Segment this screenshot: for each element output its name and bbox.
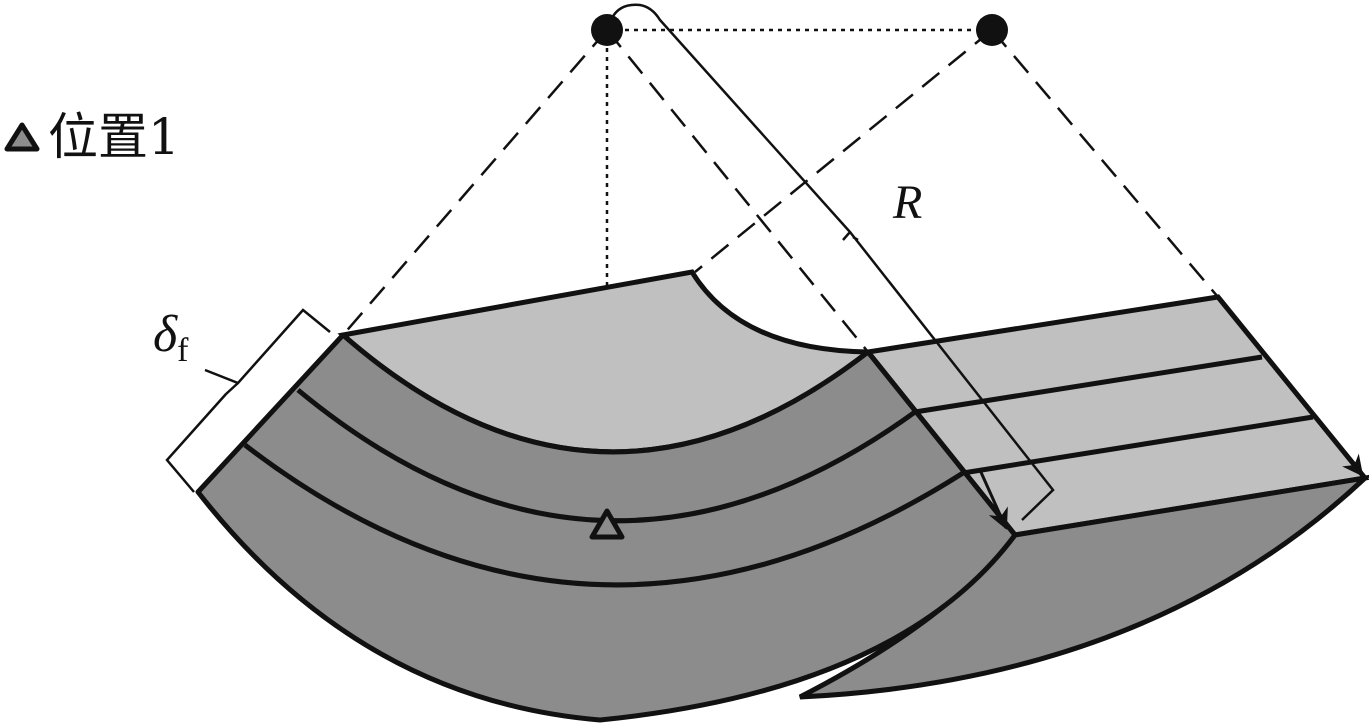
- thickness-label: δf: [153, 305, 189, 370]
- layer-line-straight-2: [962, 414, 1314, 476]
- dashed-radius-left: [342, 29, 608, 336]
- dashed-radius-right: [991, 29, 1219, 298]
- legend-label: 位置1: [48, 108, 180, 166]
- thickness-subscript: f: [177, 332, 189, 369]
- center-point-icon: [591, 14, 623, 46]
- layer-line-straight-1: [914, 354, 1263, 415]
- arrow-icon: [1333, 439, 1364, 477]
- radius-dimension: [610, 3, 1364, 530]
- layer-line-2: [243, 443, 965, 588]
- dashed-radius-back: [694, 29, 993, 273]
- arrow-icon: [978, 469, 1008, 530]
- thickness-symbol: δ: [153, 306, 178, 363]
- thickness-brace: [165, 308, 331, 493]
- position-1-marker-icon: [589, 508, 625, 540]
- dashed-radius-mid: [606, 29, 869, 353]
- radius-bracket-line: [610, 3, 1055, 521]
- construction-lines: [342, 28, 1219, 505]
- legend: 位置1: [4, 112, 180, 162]
- triangle-marker-icon: [4, 122, 40, 152]
- center-point-icon: [976, 14, 1008, 46]
- radius-label: R: [893, 176, 923, 229]
